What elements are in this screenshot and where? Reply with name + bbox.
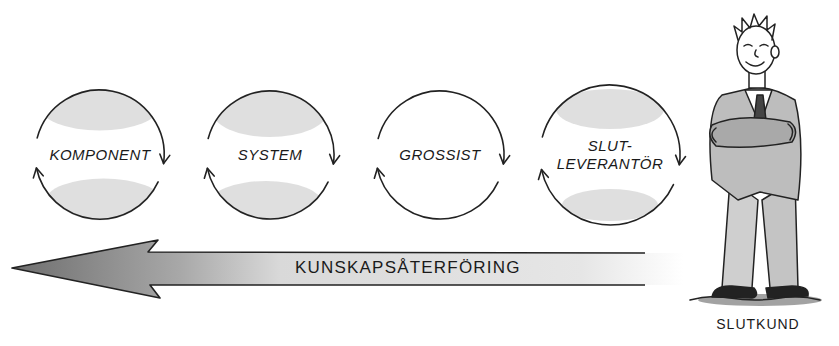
stage-label: GROSSIST (399, 146, 481, 164)
cycle-arrowhead (34, 168, 44, 178)
cycle-arc (207, 168, 328, 219)
cycle-arc (378, 91, 504, 164)
cycle-arc (37, 168, 159, 219)
stage-circle: SLUT- LEVERANTÖR (538, 83, 682, 227)
cycle-arrows (34, 90, 170, 219)
cycle-arc (542, 170, 674, 225)
cycle-arc (377, 168, 498, 219)
figure-caption: SLUTKUND (716, 316, 799, 332)
customer-figure (690, 14, 822, 306)
arrow-edge (12, 240, 645, 298)
cycle-arrows (204, 91, 339, 219)
cycle-arrows (374, 91, 509, 219)
stage-circle: KOMPONENT (33, 88, 166, 221)
stage-label: SLUT- LEVERANTÖR (554, 137, 666, 173)
face (744, 45, 768, 67)
cycle-arrowhead (539, 170, 549, 180)
cycle-arrowhead (374, 168, 384, 178)
hair (734, 14, 775, 40)
cycle-arc (208, 91, 334, 164)
stage-label: KOMPONENT (49, 146, 150, 164)
arrow-label: KUNSKAPSÅTERFÖRING (295, 258, 521, 278)
arrow-body (12, 240, 683, 298)
head (737, 26, 775, 74)
crossed-arms (710, 118, 796, 148)
cycle-arrows (539, 85, 686, 225)
ear (771, 46, 779, 58)
stage-circle: SYSTEM (204, 89, 336, 221)
left-shoe (712, 286, 757, 298)
stage-circle: GROSSIST (374, 89, 506, 221)
cycle-arrowhead (500, 154, 510, 164)
cycle-arc (38, 90, 165, 164)
stage-label: SYSTEM (238, 146, 303, 164)
hands (712, 124, 793, 142)
cycle-arrowhead (330, 154, 340, 164)
cycle-arrowhead (160, 154, 170, 164)
wash-blob (212, 85, 328, 137)
cycle-arrowhead (204, 168, 214, 178)
jacket (710, 88, 801, 201)
right-shoe (766, 286, 808, 298)
cycle-arrowhead (676, 155, 686, 165)
feedback-arrow: KUNSKAPSÅTERFÖRING (10, 236, 685, 300)
